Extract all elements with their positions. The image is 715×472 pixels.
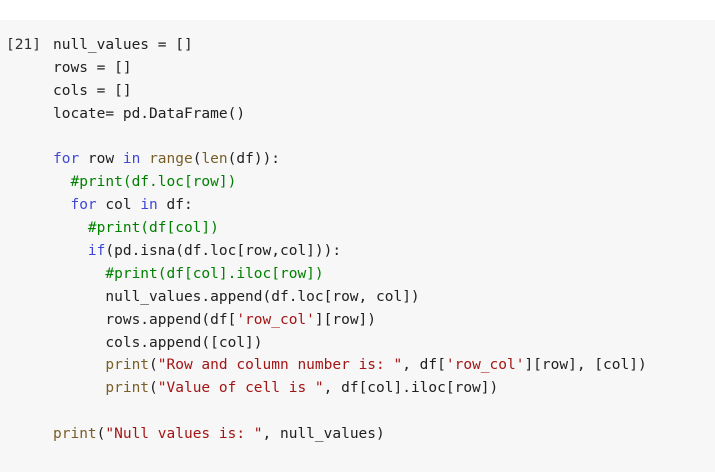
code-token: row [79, 151, 123, 168]
code-token [53, 266, 105, 282]
code-token: 'row_col' [236, 311, 315, 328]
code-token [140, 151, 149, 167]
code-token: print [53, 426, 97, 443]
code-line: #print(df[col].iloc[row]) [53, 263, 647, 286]
code-editor[interactable]: null_values = [] rows = [] cols = [] locate… [53, 34, 647, 446]
code-token: ( [149, 357, 158, 374]
execution-count: [21] [6, 37, 41, 53]
code-line: cols = [] [53, 80, 647, 103]
code-token: in [140, 197, 158, 214]
code-line: null_values = [] [53, 34, 647, 57]
code-token: print [105, 357, 150, 374]
code-line: cols.append([col]) [53, 332, 647, 355]
code-token: ][row]) [314, 311, 377, 328]
code-line: ​ [53, 400, 647, 423]
code-token [53, 380, 105, 396]
code-token: 'row_col' [445, 357, 525, 374]
code-line: locate= pd.DataFrame() [53, 103, 647, 126]
code-line: rows.append(df['row_col'][row]) [53, 309, 647, 332]
code-token: "Value of cell is " [157, 380, 324, 397]
code-line: print("Row and column number is: ", df['… [53, 354, 647, 377]
code-token: rows = [] [53, 59, 132, 76]
code-token: #print(df.loc[row]) [70, 174, 237, 191]
code-token: null_values.append(df.loc[row, col]) [53, 288, 420, 305]
code-token: , df[col].iloc[row]) [323, 380, 499, 397]
code-line: for row in range(len(df)): [53, 148, 647, 171]
code-line: print("Value of cell is ", df[col].iloc[… [53, 377, 647, 400]
code-line: print("Null values is: ", null_values) [53, 423, 647, 446]
code-token: #print(df[col]) [87, 220, 219, 237]
code-token [53, 197, 70, 213]
code-token: null_values = [] [53, 37, 193, 53]
code-line: #print(df.loc[row]) [53, 171, 647, 194]
code-token: range [149, 151, 193, 168]
code-token: cols = [] [53, 82, 132, 99]
code-token: (df)): [227, 151, 281, 168]
code-token: "Row and column number is: " [157, 357, 403, 374]
code-token: for [53, 151, 80, 168]
code-line: #print(df[col]) [53, 217, 647, 240]
code-line: for col in df: [53, 194, 647, 217]
code-token: #print(df[col].iloc[row]) [105, 265, 324, 282]
code-token: len [201, 151, 228, 168]
code-token [53, 220, 88, 236]
code-token [53, 243, 88, 259]
code-token: locate= pd.DataFrame() [53, 105, 246, 122]
code-token: col [96, 197, 141, 214]
code-token: ( [192, 151, 202, 168]
code-token: print [105, 380, 150, 397]
code-line: rows = [] [53, 57, 647, 80]
code-token: for [70, 197, 97, 214]
code-token: rows.append(df[ [53, 311, 237, 328]
code-token: ( [149, 380, 158, 397]
code-token [53, 357, 105, 373]
code-token: , null_values) [262, 426, 385, 443]
code-token: cols.append([col]) [53, 334, 263, 351]
code-token: (pd.isna(df.loc[row,col])): [105, 243, 342, 260]
code-token: ( [96, 426, 106, 443]
code-cell[interactable]: [21] null_values = [] rows = [] cols = [] l… [0, 20, 715, 472]
code-line: if(pd.isna(df.loc[row,col])): [53, 240, 647, 263]
code-token: df: [157, 197, 193, 214]
code-token: in [122, 151, 141, 168]
code-token: ][row], [col]) [524, 357, 647, 374]
code-line: null_values.append(df.loc[row, col]) [53, 286, 647, 309]
code-token [53, 174, 70, 190]
code-token: if [87, 243, 106, 260]
code-token: , df[ [402, 357, 446, 374]
code-line: ​ [53, 126, 647, 149]
code-token: "Null values is: " [105, 426, 263, 443]
